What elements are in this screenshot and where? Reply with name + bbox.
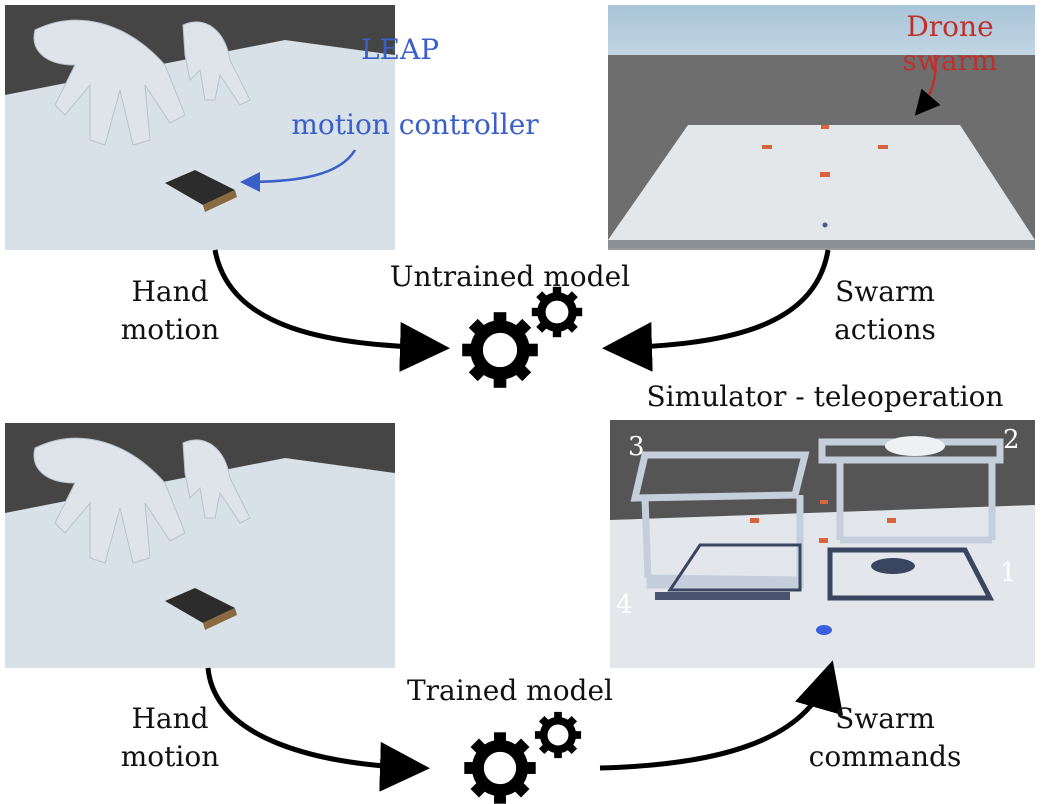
leap-pointer-arrow xyxy=(240,149,357,192)
swarm-commands-label-1: Swarm xyxy=(835,702,935,735)
hand-motion-label-top-1: Hand xyxy=(131,275,209,308)
top-right-drone-panel xyxy=(608,5,1035,250)
hand-motion-label-top-2: motion xyxy=(120,313,220,346)
hand-motion-arrow-bottom xyxy=(205,667,430,792)
drone xyxy=(820,172,830,177)
drone-pointer-arrow xyxy=(914,54,941,116)
leap-label-line2: motion controller xyxy=(291,108,539,141)
drone xyxy=(878,145,888,149)
zone-number-3: 3 xyxy=(628,432,645,462)
hand-motion-label-bottom-2: motion xyxy=(120,740,220,773)
drone xyxy=(762,145,772,149)
leap-label-line1: LEAP xyxy=(360,33,440,66)
zone-number-1: 1 xyxy=(1000,558,1017,588)
simulator-title: Simulator - teleoperation xyxy=(646,380,1004,413)
bottom-right-simulator-panel xyxy=(610,420,1035,668)
swarm-actions-arrow xyxy=(602,249,831,372)
zone-number-2: 2 xyxy=(1003,425,1020,455)
swarm-commands-label-2: commands xyxy=(808,740,962,773)
zone-number-4: 4 xyxy=(616,590,633,620)
trained-model-label: Trained model xyxy=(407,674,613,707)
swarm-commands-arrow xyxy=(599,660,843,771)
untrained-model-label: Untrained model xyxy=(389,260,631,293)
hand-motion-arrow-top xyxy=(212,249,450,372)
drone-swarm-label: Drone swarm xyxy=(902,10,998,77)
hand-motion-label-bottom-1: Hand xyxy=(131,702,209,735)
bottom-left-hand-panel xyxy=(4,422,396,669)
swarm-actions-label-1: Swarm xyxy=(835,275,935,308)
gears-icon xyxy=(464,712,581,804)
swarm-actions-label-2: actions xyxy=(834,313,936,346)
drone xyxy=(821,125,829,129)
gears-icon xyxy=(462,287,582,388)
